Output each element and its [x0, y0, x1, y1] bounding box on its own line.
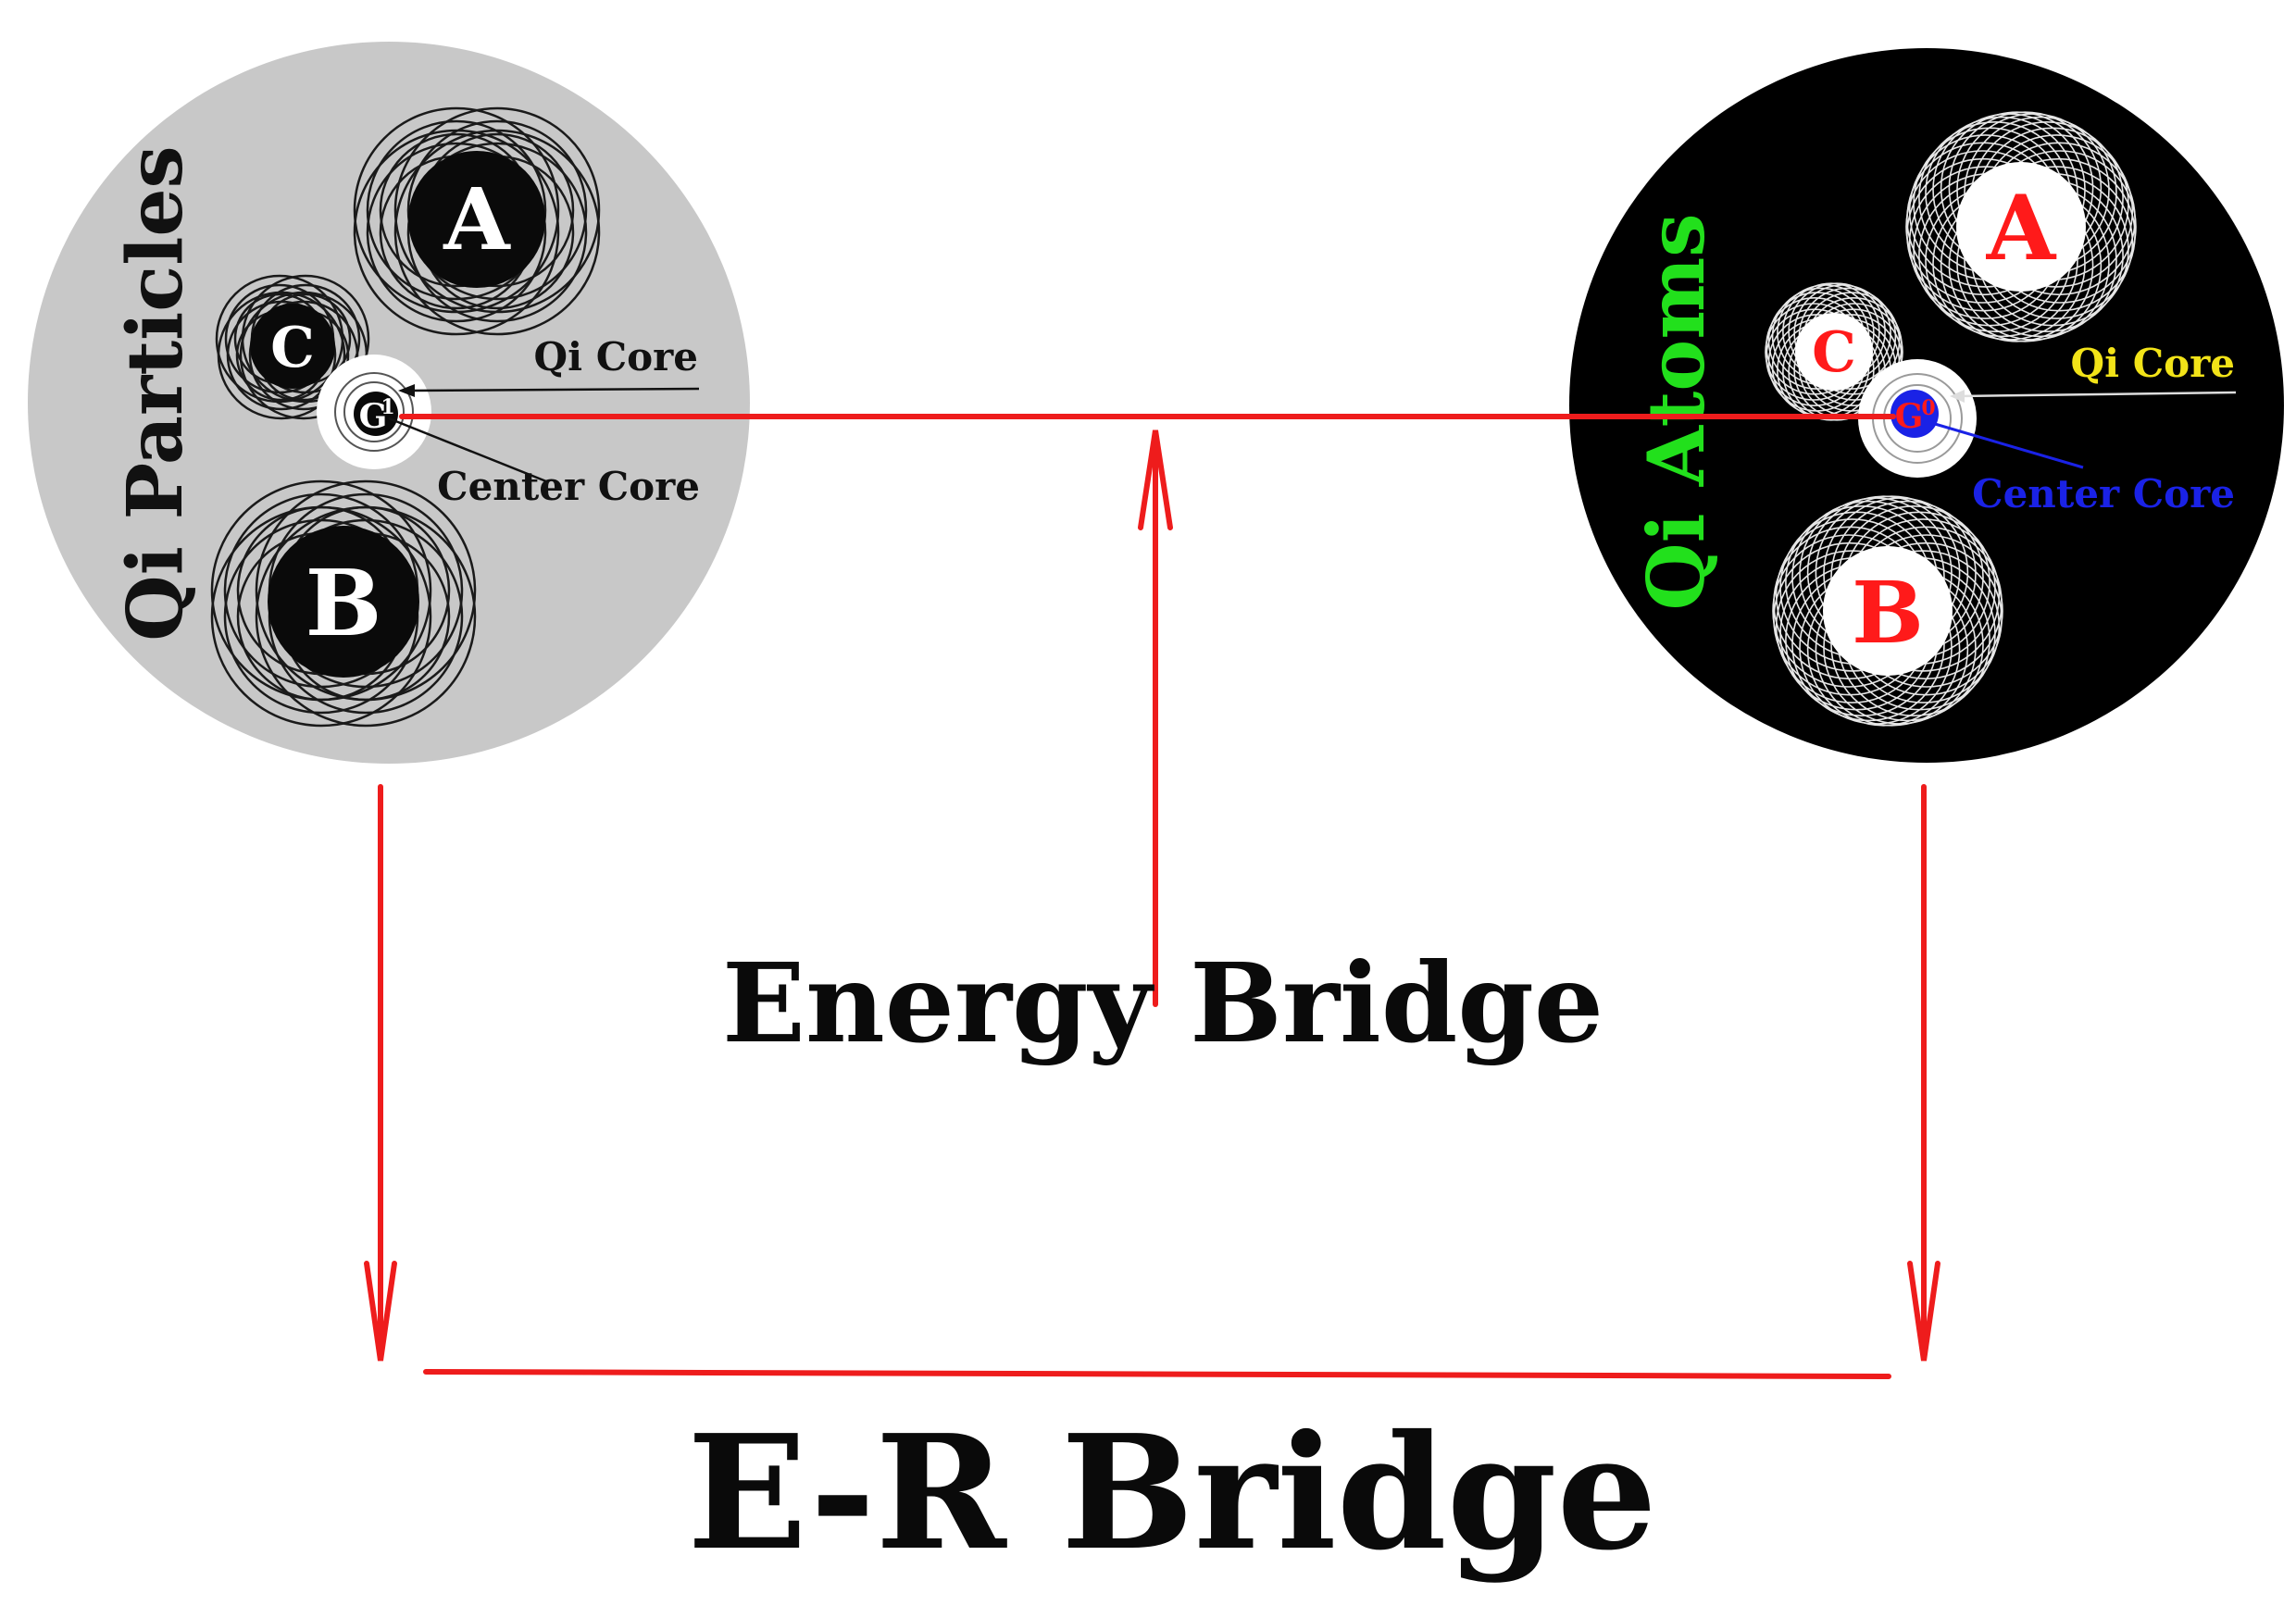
atom-b-node	[1823, 546, 1953, 676]
right-qi-core-pointer-head	[1950, 390, 1965, 403]
atom-c-label: C	[1812, 320, 1856, 385]
qi-particles-title: Qi Particles	[111, 145, 200, 641]
right-center-core-pointer	[1934, 422, 2084, 469]
particle-a-label: A	[443, 169, 511, 269]
er-bridge-line	[423, 1369, 1891, 1379]
right-down-arrowhead	[1907, 1261, 1940, 1362]
atom-b-label: B	[1852, 563, 1924, 663]
particle-a-orbit-ring	[353, 129, 560, 336]
right-qi-core-label: Qi Core	[2071, 341, 2235, 386]
particle-a-orbit-ring	[393, 129, 601, 336]
qi-atoms-disk: A C B G 0 Qi Core Center Core Qi Atoms	[1569, 48, 2284, 763]
left-center-core	[354, 392, 398, 436]
particle-b-node	[268, 526, 419, 678]
er-bridge-label: E-R Bridge	[687, 1400, 1656, 1586]
left-center-core-superscript: 1	[381, 395, 394, 419]
atom-a-label: A	[1986, 176, 2057, 280]
particle-a-orbit-ring	[406, 119, 588, 301]
particle-c-label: C	[270, 316, 315, 380]
particle-a-node	[408, 151, 545, 288]
bridge-connectors	[364, 414, 1940, 1379]
left-qi-core-pointer	[408, 387, 700, 392]
left-center-core-symbol: G	[359, 397, 388, 436]
left-core-ring-inner	[343, 381, 405, 442]
right-center-core-superscript: 0	[1921, 396, 1935, 420]
particle-b-orbit-ring	[255, 505, 477, 728]
left-qi-core-label: Qi Core	[534, 334, 698, 380]
right-center-core-label: Center Core	[1972, 471, 2235, 517]
qi-particles-disk: A C B G 1 Qi Core Center Core Qi Particl…	[28, 42, 750, 764]
particle-c-node	[250, 304, 335, 389]
left-qi-core-pointer-head	[398, 384, 415, 397]
qi-atoms-title: Qi Atoms	[1630, 213, 1722, 610]
particle-b-orbit-ring	[210, 505, 432, 728]
energy-bridge-label: Energy Bridge	[722, 939, 1603, 1067]
particle-c-orbit-ring	[226, 300, 337, 411]
particle-a-orbit-ring	[366, 119, 547, 301]
left-center-core-pointer	[388, 417, 547, 483]
particle-b-label: B	[306, 551, 382, 657]
particle-c-orbit-ring	[217, 291, 346, 420]
left-center-core-label: Center Core	[437, 464, 700, 509]
particle-a-orbit-ring	[366, 142, 547, 323]
left-down-arrowhead	[364, 1261, 397, 1362]
particle-a-orbit-ring	[406, 142, 588, 323]
energy-bridge-arrowhead	[1138, 429, 1173, 530]
atom-c-node	[1795, 313, 1873, 391]
left-core-ring-outer	[334, 372, 414, 452]
right-center-core	[1890, 390, 1939, 438]
particle-c-orbit-ring	[248, 300, 359, 411]
atom-a-node	[1956, 162, 2086, 292]
right-center-core-symbol: G	[1895, 397, 1924, 436]
right-qi-core-pointer	[1958, 391, 2237, 398]
